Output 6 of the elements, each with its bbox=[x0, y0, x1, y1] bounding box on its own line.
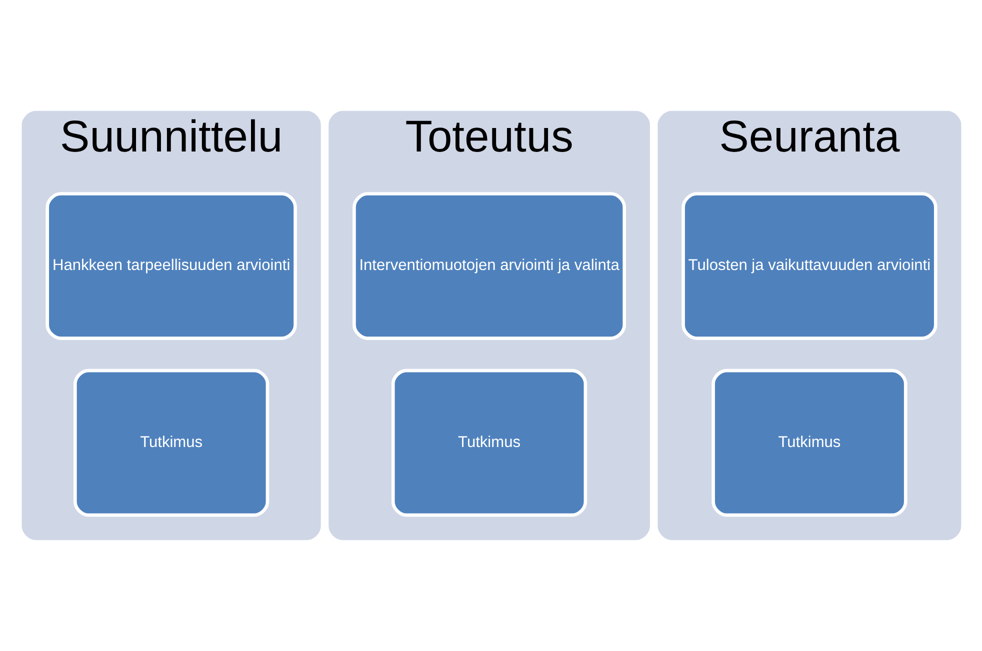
node-box: Hankkeen tarpeellisuuden arviointi bbox=[45, 192, 296, 340]
node-box: Tutkimus bbox=[390, 368, 587, 517]
node-box: Tutkimus bbox=[72, 368, 269, 517]
node-box: Tutkimus bbox=[711, 368, 907, 517]
node-box: Interventiomuotojen arviointi ja valinta bbox=[352, 192, 626, 340]
node-box: Tulosten ja vaikuttavuuden arviointi bbox=[681, 192, 937, 340]
